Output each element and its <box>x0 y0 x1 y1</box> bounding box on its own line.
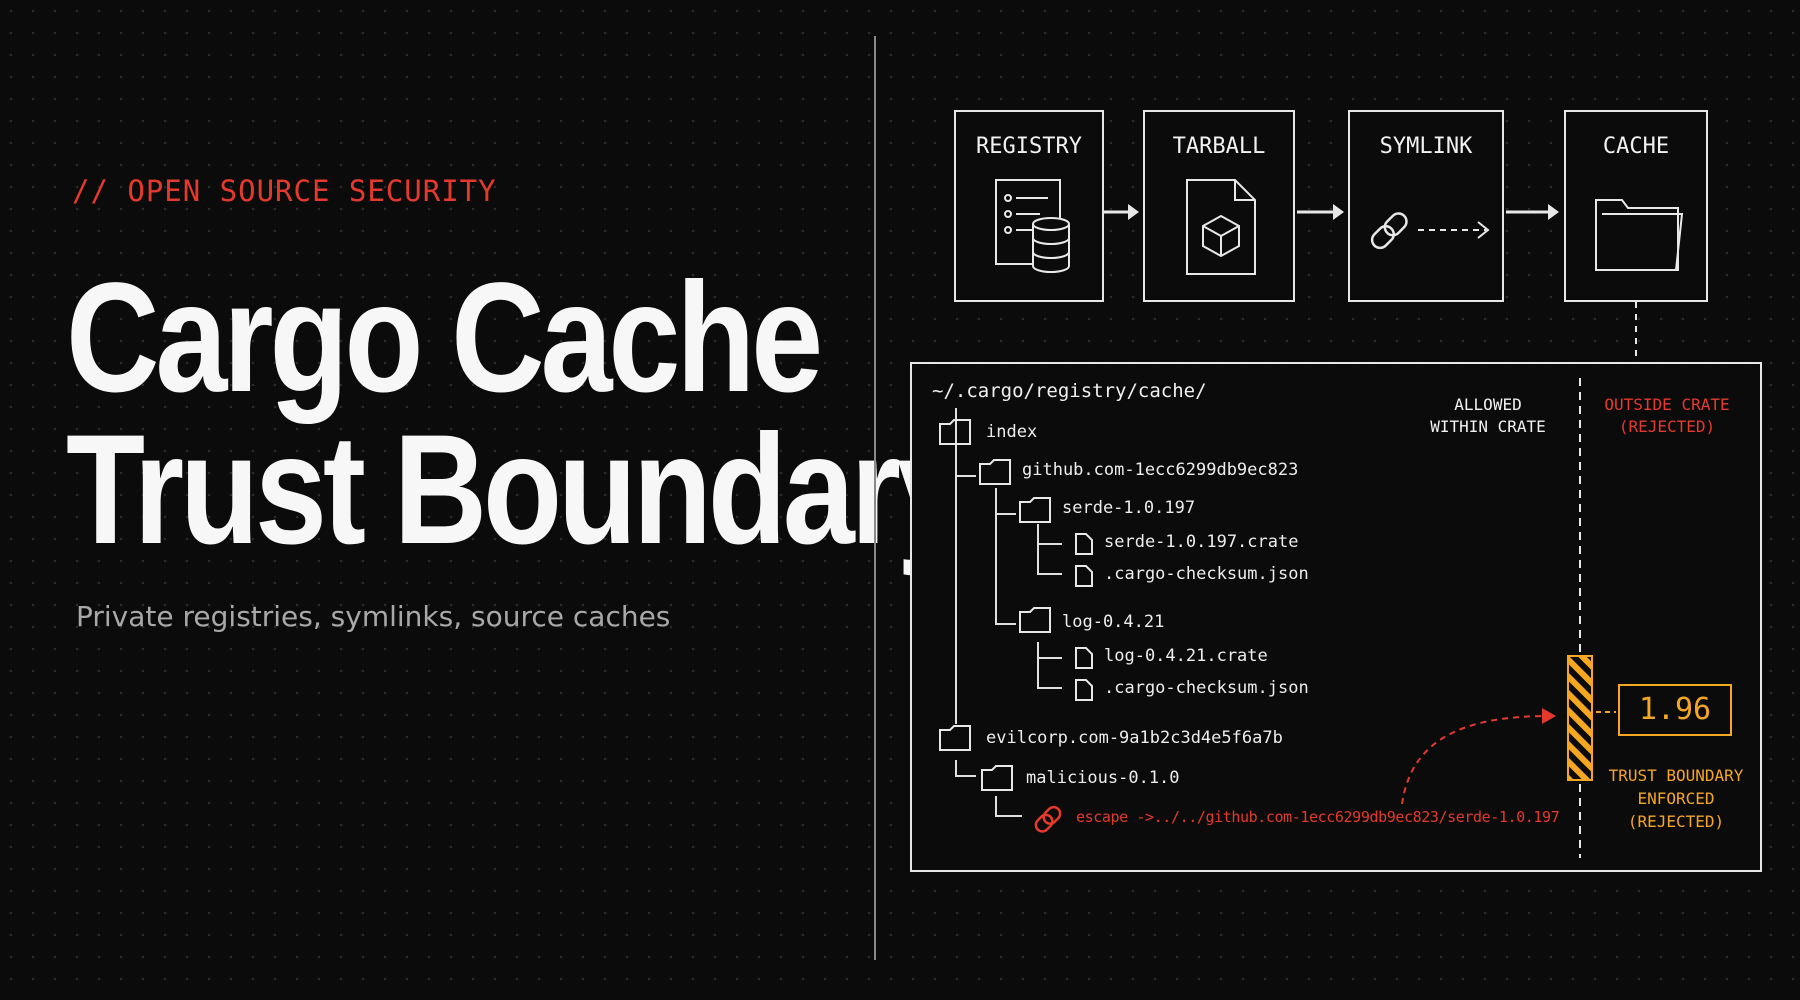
tree-item-index[interactable]: index <box>986 422 1038 442</box>
folder-icon-github <box>979 459 1011 485</box>
folder-icon-malicious <box>981 765 1013 791</box>
tree-graphics <box>939 378 1616 858</box>
subtitle: Private registries, symlinks, source cac… <box>76 600 671 633</box>
step-label-tarball: TARBALL <box>1172 134 1266 159</box>
step-label-cache: CACHE <box>1602 134 1670 159</box>
cache-tree-panel: ~/.cargo/registry/cache/ index github.co… <box>910 362 1762 872</box>
trust-boundary-label-line1: TRUST BOUNDARY <box>1608 766 1744 785</box>
boundary-value: 1.96 <box>1618 684 1732 736</box>
trust-boundary-label-line3: (REJECTED) <box>1627 812 1725 831</box>
tree-item-serde[interactable]: serde-1.0.197 <box>1062 498 1196 518</box>
step-label-symlink: SYMLINK <box>1379 134 1473 159</box>
folder-icon-evil <box>939 725 971 751</box>
tree-item-log[interactable]: log-0.4.21 <box>1062 612 1165 632</box>
tree-item-evilcorp[interactable]: evilcorp.com-9a1b2c3d4e5f6a7b <box>986 728 1283 748</box>
title-line-1: Cargo Cache <box>66 251 823 425</box>
step-label-registry: REGISTRY <box>976 134 1082 159</box>
tree-item-github[interactable]: github.com-1ecc6299db9ec823 <box>1022 460 1299 480</box>
tree-item-serde-crate[interactable]: serde-1.0.197.crate <box>1104 532 1299 552</box>
arrow-registry-to-tarball <box>1104 204 1139 220</box>
package-file-icon <box>1186 179 1256 275</box>
column-outside-line1: OUTSIDE CRATE <box>1604 395 1730 414</box>
link-icon <box>1370 212 1490 250</box>
column-allowed-line1: ALLOWED <box>1454 395 1522 414</box>
file-icon-serde-checksum <box>1075 565 1093 587</box>
tree-item-log-checksum[interactable]: .cargo-checksum.json <box>1104 678 1309 698</box>
page-title: Cargo Cache Trust Boundary <box>66 251 969 577</box>
folder-icon <box>1595 199 1684 271</box>
column-outside: OUTSIDE CRATE (REJECTED) <box>1592 394 1742 438</box>
tree-item-serde-checksum[interactable]: .cargo-checksum.json <box>1104 564 1309 584</box>
registry-database-icon <box>995 179 1070 273</box>
title-line-2: Trust Boundary <box>66 403 969 577</box>
column-allowed: ALLOWED WITHIN CRATE <box>1420 394 1556 438</box>
tree-item-escape-link[interactable]: escape ->../../github.com-1ecc6299db9ec8… <box>1076 808 1560 826</box>
folder-icon-index <box>939 419 971 445</box>
column-outside-line2: (REJECTED) <box>1618 417 1716 436</box>
file-icon-log-checksum <box>1075 679 1093 701</box>
folder-icon-log <box>1019 607 1051 633</box>
pipeline-step-registry: REGISTRY <box>954 110 1104 302</box>
arrow-symlink-to-cache <box>1506 204 1559 220</box>
pipeline-step-symlink: SYMLINK <box>1348 110 1504 302</box>
root-path: ~/.cargo/registry/cache/ <box>932 380 1207 402</box>
pipeline-step-tarball: TARBALL <box>1143 110 1295 302</box>
folder-icon-serde <box>1019 497 1051 523</box>
file-icon-log-crate <box>1075 647 1093 669</box>
vertical-divider <box>874 36 876 960</box>
trust-boundary-bar <box>1567 655 1593 781</box>
section-kicker: // OPEN SOURCE SECURITY <box>72 174 497 208</box>
trust-boundary-label-line2: ENFORCED <box>1637 789 1715 808</box>
column-allowed-line2: WITHIN CRATE <box>1430 417 1546 436</box>
tree-item-malicious[interactable]: malicious-0.1.0 <box>1026 768 1180 788</box>
escape-arrow <box>1401 715 1551 805</box>
file-icon-serde-crate <box>1075 533 1093 555</box>
trust-boundary-label: TRUST BOUNDARY ENFORCED (REJECTED) <box>1596 764 1756 833</box>
escape-link-icon <box>1034 805 1062 833</box>
arrow-tarball-to-symlink <box>1297 204 1344 220</box>
pipeline-step-cache: CACHE <box>1564 110 1708 302</box>
tree-item-log-crate[interactable]: log-0.4.21.crate <box>1104 646 1268 666</box>
